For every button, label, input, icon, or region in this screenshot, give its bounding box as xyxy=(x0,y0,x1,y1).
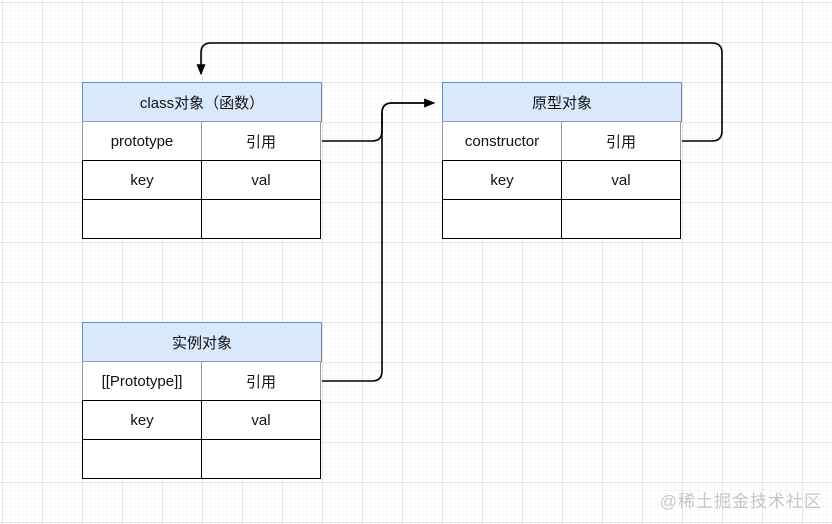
cell-key: key xyxy=(82,160,202,200)
table-instance-object-title: 实例对象 xyxy=(82,322,322,362)
cell-reference: 引用 xyxy=(561,121,681,161)
cell-empty xyxy=(201,199,321,239)
table-row: [[Prototype]] 引用 xyxy=(82,361,322,401)
table-class-object-title: class对象（函数） xyxy=(82,82,322,122)
table-row xyxy=(82,439,322,479)
cell-empty xyxy=(442,199,562,239)
cell-reference: 引用 xyxy=(201,361,321,401)
cell-val: val xyxy=(201,160,321,200)
table-row xyxy=(82,199,322,239)
cell-key: key xyxy=(82,400,202,440)
cell-key: key xyxy=(442,160,562,200)
arrow-instance-to-prototype xyxy=(322,98,436,382)
arrow-class-to-prototype xyxy=(322,98,436,142)
juejin-watermark: @稀土掘金技术社区 xyxy=(659,492,822,511)
table-row: key val xyxy=(82,400,322,440)
table-class-object: class对象（函数） prototype 引用 key val xyxy=(82,82,322,239)
table-row xyxy=(442,199,682,239)
table-row: constructor 引用 xyxy=(442,121,682,161)
cell-prototype-slot: [[Prototype]] xyxy=(82,361,202,401)
table-row: key val xyxy=(442,160,682,200)
cell-empty xyxy=(561,199,681,239)
cell-val: val xyxy=(561,160,681,200)
cell-constructor: constructor xyxy=(442,121,562,161)
cell-prototype: prototype xyxy=(82,121,202,161)
table-instance-object: 实例对象 [[Prototype]] 引用 key val xyxy=(82,322,322,479)
cell-empty xyxy=(82,199,202,239)
table-prototype-object-title: 原型对象 xyxy=(442,82,682,122)
cell-empty xyxy=(82,439,202,479)
cell-empty xyxy=(201,439,321,479)
table-row: prototype 引用 xyxy=(82,121,322,161)
cell-reference: 引用 xyxy=(201,121,321,161)
table-row: key val xyxy=(82,160,322,200)
cell-val: val xyxy=(201,400,321,440)
table-prototype-object: 原型对象 constructor 引用 key val xyxy=(442,82,682,239)
